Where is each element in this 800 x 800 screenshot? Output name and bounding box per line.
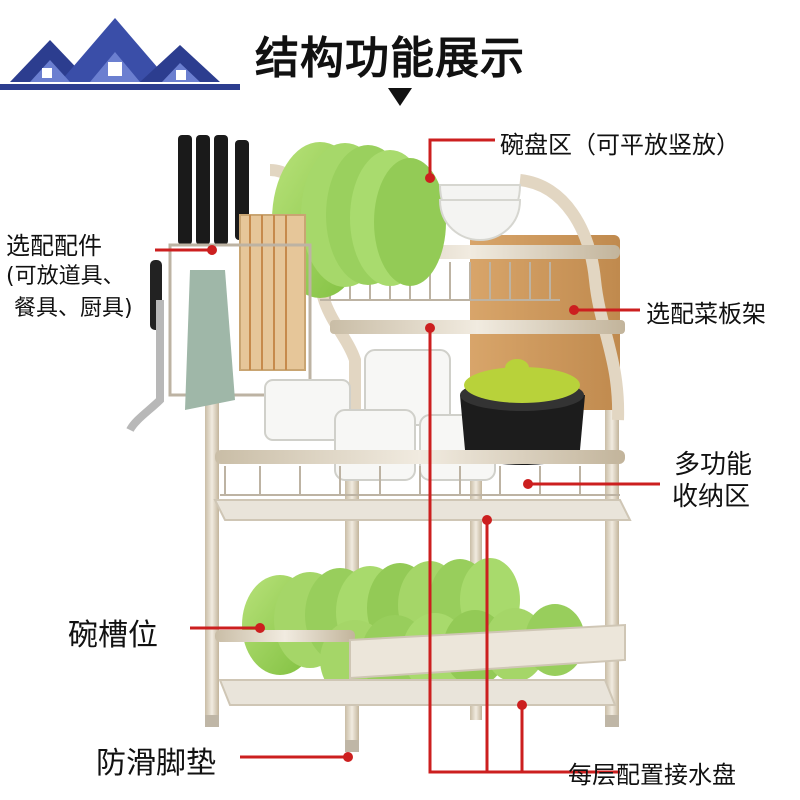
label-optional-parts-line3: 餐具、厨具) xyxy=(14,296,133,321)
label-bowl-plate-zone: 碗盘区（可平放竖放） xyxy=(500,131,740,159)
label-anti-slip-pad: 防滑脚垫 xyxy=(96,746,216,781)
upper-white-bowls xyxy=(438,184,522,242)
label-optional-parts-line2: (可放道具、 xyxy=(6,264,125,289)
label-bowl-slot: 碗槽位 xyxy=(68,618,158,653)
house-logo-icon xyxy=(0,0,240,100)
down-arrow-icon xyxy=(388,88,412,106)
label-drip-tray: 每层配置接水盘 xyxy=(568,761,736,789)
label-cutting-board-rack: 选配菜板架 xyxy=(646,300,766,328)
page-title: 结构功能展示 xyxy=(255,33,525,84)
label-optional-parts-line1: 选配配件 xyxy=(6,232,102,260)
upper-green-plates xyxy=(272,142,446,298)
label-multi-storage-line1: 多功能 xyxy=(674,450,753,480)
label-multi-storage-line2: 收纳区 xyxy=(672,482,751,512)
black-pot xyxy=(460,359,585,465)
